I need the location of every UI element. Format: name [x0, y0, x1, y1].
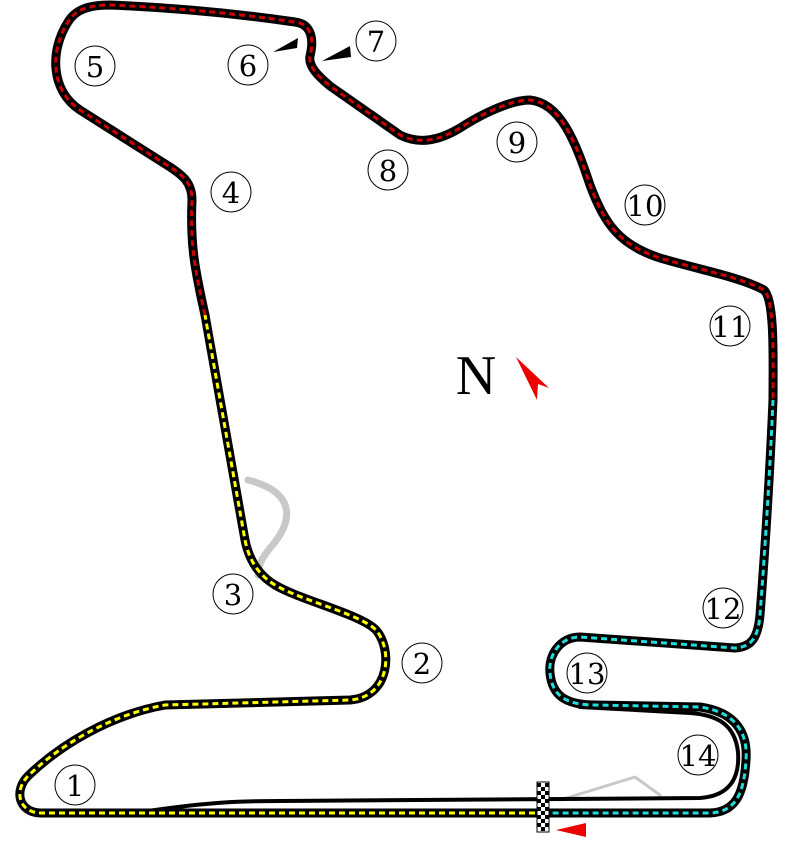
- checkered-flag-square: [541, 803, 545, 807]
- turn-marker: 4: [210, 171, 252, 213]
- turn-label: 5: [86, 50, 104, 84]
- checkered-flag-square: [537, 807, 541, 811]
- turn-marker: 8: [367, 149, 409, 191]
- turn-label: 4: [222, 176, 240, 210]
- turn-marker: 5: [74, 45, 116, 87]
- checkered-flag-square: [541, 819, 545, 823]
- checkered-flag-square: [545, 815, 549, 819]
- turn-label: 8: [379, 154, 397, 188]
- checkered-flag-square: [545, 791, 549, 795]
- checkered-flag-square: [545, 823, 549, 827]
- turn-label: 6: [239, 49, 257, 83]
- checkered-flag-square: [537, 783, 541, 787]
- turn-marker: 7: [355, 20, 397, 62]
- sector-1-dashes: [18, 314, 545, 815]
- turn-marker: 12: [702, 587, 744, 629]
- turn-label: 14: [680, 739, 717, 773]
- turn-label: 2: [413, 647, 431, 681]
- turn-label: 7: [367, 25, 385, 59]
- checkered-flag-square: [541, 787, 545, 791]
- turn-label: 9: [508, 126, 526, 160]
- turn-marker: 11: [709, 305, 751, 347]
- turn-label: 3: [224, 578, 242, 612]
- turn-marker: 13: [566, 652, 608, 694]
- checkered-flag-square: [545, 799, 549, 803]
- turn-marker: 3: [212, 573, 254, 615]
- direction-arrow-icon: [556, 823, 586, 837]
- checkered-flag-square: [545, 807, 549, 811]
- track: [15, 0, 778, 818]
- turn-marker: 9: [496, 121, 538, 163]
- turn-marker: 1: [54, 764, 96, 806]
- checkered-flag-square: [545, 783, 549, 787]
- north-label: N: [456, 345, 496, 407]
- checkered-flag-square: [541, 811, 545, 815]
- track-outline-sector-2: [51, 0, 778, 405]
- sector-dashes: [18, 3, 775, 815]
- turn-marker: 2: [401, 642, 443, 684]
- turn-marker: 14: [677, 734, 719, 776]
- north-arrow-icon: [516, 357, 549, 400]
- sector-3-dashes: [545, 399, 775, 815]
- north-indicator: N: [456, 345, 549, 407]
- turn-label: 11: [712, 310, 749, 344]
- turn-label: 12: [705, 592, 742, 626]
- turn-label: 1: [66, 769, 84, 803]
- checkered-flag-square: [537, 799, 541, 803]
- turn-marker: 6: [227, 44, 269, 86]
- turn-label: 13: [569, 657, 606, 691]
- pit-lane: [146, 705, 741, 813]
- checkered-flag-square: [537, 791, 541, 795]
- checkered-flag-square: [541, 827, 545, 831]
- checkered-flag-square: [537, 823, 541, 827]
- sector-2-dashes: [54, 3, 775, 401]
- chicane-marker-turn-7-icon: [322, 46, 351, 61]
- turn-marker: 10: [624, 184, 666, 226]
- checkered-flag-square: [537, 815, 541, 819]
- checkered-flag-square: [541, 795, 545, 799]
- turn-label: 10: [627, 189, 664, 223]
- runoff-turn-14: [558, 775, 662, 802]
- chicane-marker-turn-6-icon: [273, 38, 298, 52]
- checkered-flag-icon: [536, 781, 550, 833]
- turn-markers: 1 2 3 4 5 6 7 8 9 10 11 12 13 14: [54, 20, 751, 806]
